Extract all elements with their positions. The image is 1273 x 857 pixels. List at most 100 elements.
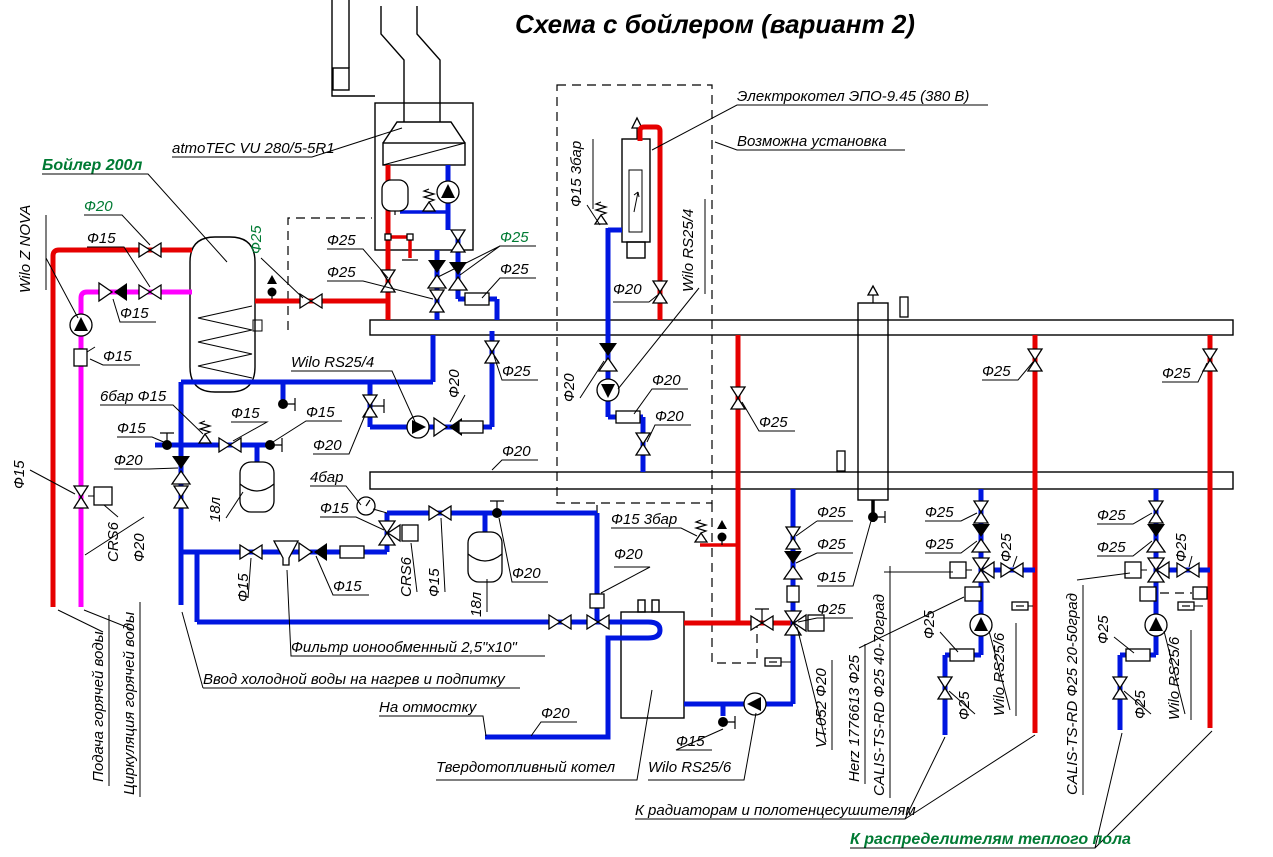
valve-icon: [428, 505, 452, 521]
union-icon: [786, 585, 800, 603]
check-valve-icon: [971, 523, 991, 553]
label-crs6: CRS6: [398, 556, 415, 597]
valve-icon: [173, 485, 189, 509]
pump-icon: [596, 378, 620, 402]
valve-icon: [138, 284, 162, 300]
check-valve-icon: [1146, 523, 1166, 553]
valve-icon: [937, 676, 953, 700]
label-f25: Ф25: [1097, 507, 1126, 524]
solenoid-icon: [589, 593, 605, 609]
label-18l: 18л: [207, 496, 224, 522]
label-calis-20-50: CALIS-TS-RD Ф25 20-50град: [1064, 593, 1081, 795]
label-f20: Ф20: [313, 437, 342, 454]
label-f15: Ф15: [120, 305, 149, 322]
label-f25: Ф25: [998, 533, 1015, 562]
label-f25: Ф25: [921, 610, 938, 639]
thermometer-icon: [1011, 601, 1029, 611]
label-wilo-znova: Wilo Z NOVA: [17, 205, 34, 293]
label-f20: Ф20: [614, 546, 643, 563]
label-f25: Ф25: [817, 536, 846, 553]
label-f25: Ф25: [327, 232, 356, 249]
label-f15-3bar: Ф15 3бар: [568, 141, 585, 207]
label-cold-water-inlet: Ввод холодной воды на нагрев и подпитку: [203, 671, 506, 688]
label-f15: Ф15: [235, 573, 252, 602]
label-to-blind-area: На отмостку: [379, 699, 478, 716]
atmotec-boiler: [374, 102, 474, 251]
label-f25: Ф25: [817, 504, 846, 521]
pump-icon: [406, 415, 430, 439]
check-valve-icon: [298, 542, 328, 562]
sensor-icon: [1192, 586, 1208, 600]
label-wilo-rs256: Wilo RS25/6: [991, 632, 1008, 716]
manifold-supply: [369, 319, 1234, 336]
label-f25: Ф25: [1173, 533, 1190, 562]
label-f15: Ф15: [426, 568, 443, 597]
thermometer-icon: [764, 657, 782, 667]
label-f20: Ф20: [502, 443, 531, 460]
label-boiler-tank: Бойлер 200л: [42, 157, 142, 174]
check-valve-icon: [783, 550, 803, 580]
label-f15: Ф15: [320, 500, 349, 517]
label-4bar: 4бар: [310, 469, 343, 486]
label-f25: Ф25: [925, 536, 954, 553]
label-f20: Ф20: [446, 369, 463, 398]
label-f15: Ф15: [103, 348, 132, 365]
solid-fuel-boiler: [620, 599, 685, 719]
check-valve-icon: [448, 261, 468, 291]
valve-icon: [484, 340, 500, 364]
valve-icon: [652, 280, 668, 304]
label-f15: Ф15: [817, 569, 846, 586]
union-icon: [1139, 586, 1157, 602]
label-f20: Ф20: [114, 452, 143, 469]
label-f20: Ф20: [541, 705, 570, 722]
label-f25: Ф25: [327, 264, 356, 281]
label-to-floor-heating: К распределителям теплого пола: [850, 831, 1131, 848]
label-wilo-rs254: Wilo RS25/4: [291, 354, 374, 371]
label-f20: Ф20: [652, 372, 681, 389]
label-solid-fuel-boiler: Твердотопливный котел: [436, 759, 616, 776]
label-wilo-rs254: Wilo RS25/4: [680, 209, 697, 292]
label-vt052-f20: VT.052 Ф20: [813, 668, 830, 748]
actuator-icon: [949, 561, 967, 579]
pump-icon: [969, 613, 993, 637]
valve-icon: [239, 544, 263, 560]
valve-icon: [1176, 562, 1200, 578]
page-title: Схема с бойлером (вариант 2): [515, 9, 915, 39]
union-icon: [964, 586, 982, 602]
label-f25: Ф25: [956, 691, 973, 720]
manifold-return: [369, 471, 1234, 490]
label-f20: Ф20: [655, 408, 684, 425]
label-f15: Ф15: [333, 578, 362, 595]
label-18l: 18л: [468, 591, 485, 617]
label-f20: Ф20: [561, 373, 578, 402]
label-f20: Ф20: [512, 565, 541, 582]
label-f15: Ф15: [306, 404, 335, 421]
valve-icon: [750, 608, 774, 631]
electric-boiler: [621, 116, 651, 259]
label-electric-boiler: Электрокотел ЭПО-9.45 (380 В): [737, 88, 969, 105]
valve-icon: [450, 229, 466, 253]
label-herz: Herz 1776613 Ф25: [846, 654, 863, 782]
label-f25: Ф25: [500, 229, 529, 246]
label-f25: Ф25: [1095, 615, 1112, 644]
chimney: [331, 0, 441, 122]
valve-icon: [1112, 676, 1128, 700]
valve-icon: [429, 289, 445, 313]
pump-icon: [436, 180, 460, 204]
check-valve-icon: [433, 417, 463, 437]
expansion-tank-icon: [239, 461, 275, 513]
label-f20: Ф20: [84, 198, 113, 215]
three-way-valve-icon: [378, 520, 401, 546]
valve-icon: [635, 432, 651, 456]
label-f25: Ф25: [817, 601, 846, 618]
label-to-radiators: К радиаторам и полотенцесушителям: [635, 802, 916, 819]
label-wilo-rs256: Wilo RS25/6: [648, 759, 732, 776]
structures: [189, 0, 685, 719]
label-f25: Ф25: [1162, 365, 1191, 382]
label-f25: Ф25: [982, 363, 1011, 380]
symbols: [69, 179, 1218, 729]
label-optional-install: Возможна установка: [737, 133, 887, 150]
valve-icon: [785, 526, 801, 550]
pressure-gauge-icon: [356, 496, 376, 516]
